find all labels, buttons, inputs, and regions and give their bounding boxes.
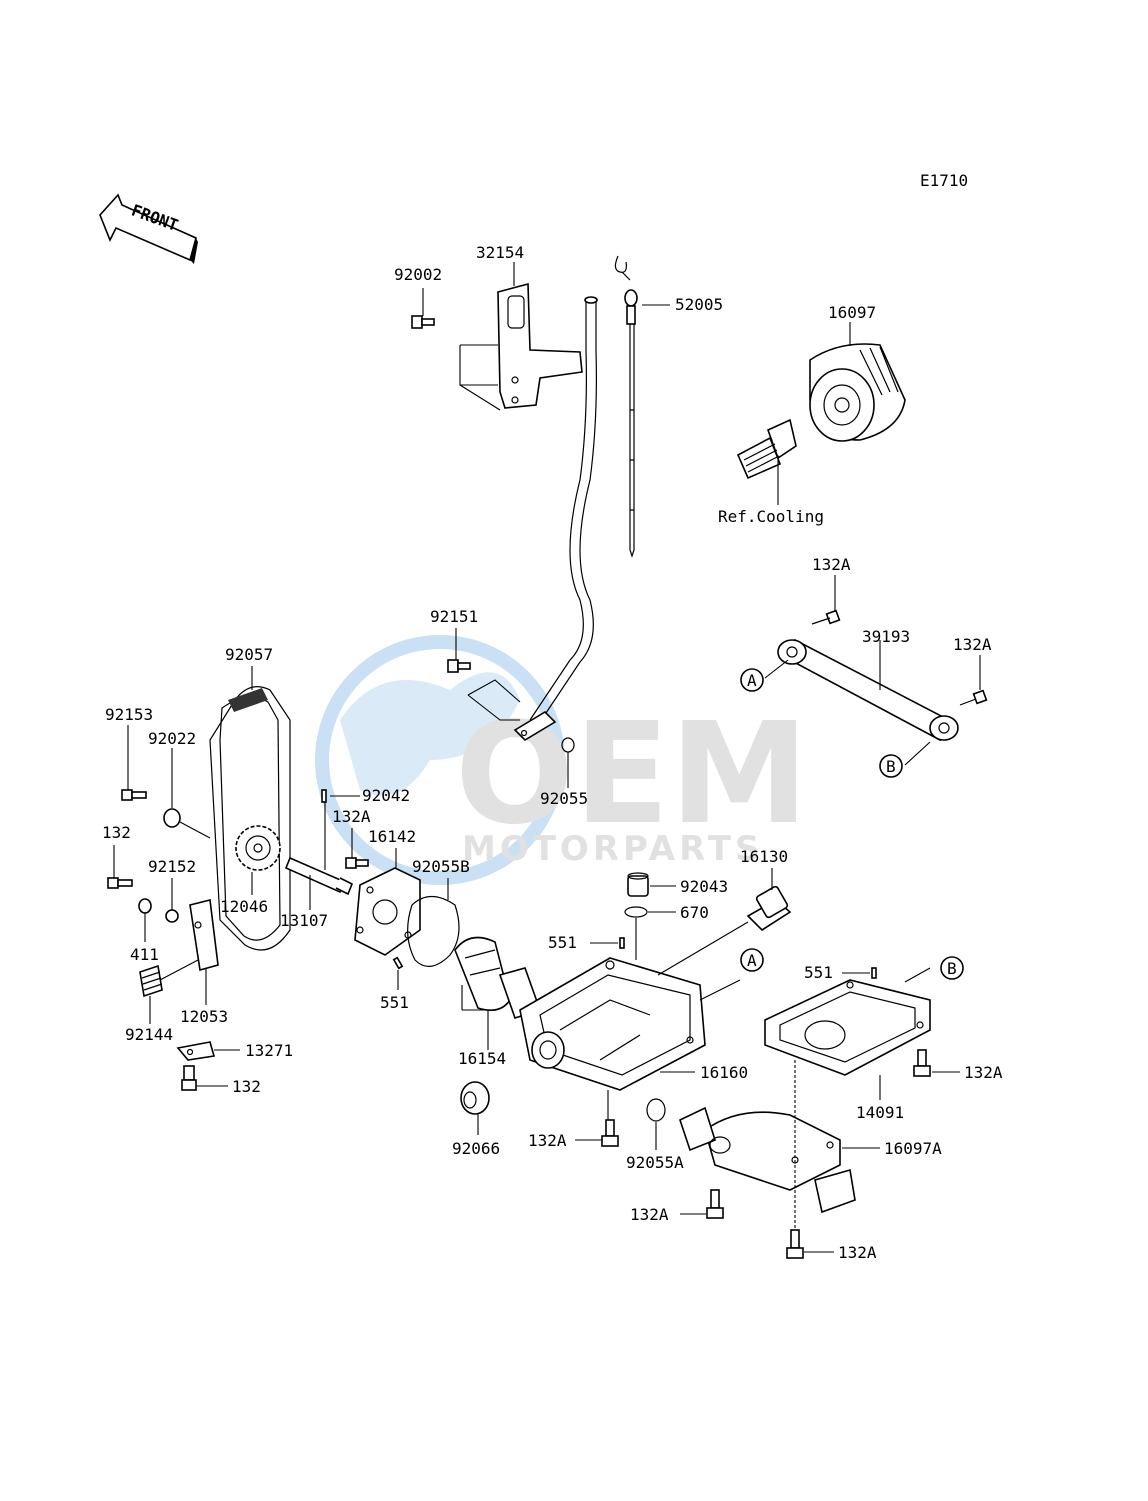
bolt-92002 bbox=[411, 315, 435, 329]
label-551-right: 551 bbox=[804, 963, 833, 982]
label-132A-top: 132A bbox=[812, 555, 851, 574]
nut-92152 bbox=[165, 909, 179, 923]
label-92153: 92153 bbox=[105, 705, 153, 724]
label-132A-pump: 132A bbox=[332, 807, 371, 826]
label-16097: 16097 bbox=[828, 303, 876, 322]
label-92152: 92152 bbox=[148, 857, 196, 876]
bolt-92153 bbox=[121, 789, 147, 801]
ref-B-pan: B bbox=[947, 959, 957, 978]
ref-A-pan: A bbox=[747, 951, 757, 970]
label-52005: 52005 bbox=[675, 295, 723, 314]
ref-circle-A-pipe bbox=[740, 668, 764, 692]
label-16160: 16160 bbox=[700, 1063, 748, 1082]
bracket-32154 bbox=[497, 282, 583, 409]
label-132A-bot2: 132A bbox=[838, 1243, 877, 1262]
oil-pipe-39193 bbox=[777, 638, 959, 742]
ref-circle-A-pan bbox=[740, 948, 764, 972]
oil-pressure-switch-16130 bbox=[746, 885, 792, 932]
pin-551-right bbox=[871, 967, 877, 979]
bolt-132-left bbox=[107, 877, 133, 889]
pin-92042 bbox=[321, 789, 327, 803]
label-132A-bot1: 132A bbox=[630, 1205, 669, 1224]
label-12053: 12053 bbox=[180, 1007, 228, 1026]
ref-circle-B-pan bbox=[940, 956, 964, 980]
bolt-132A-pan bbox=[601, 1119, 619, 1147]
watermark-globe-land bbox=[340, 672, 520, 796]
label-92151: 92151 bbox=[430, 607, 478, 626]
diagram-code: E1710 bbox=[920, 171, 968, 190]
bolt-132A-bottom-1 bbox=[706, 1189, 724, 1219]
label-16130: 16130 bbox=[740, 847, 788, 866]
watermark-sub: MOTORPARTS bbox=[462, 829, 763, 869]
label-12046: 12046 bbox=[220, 897, 268, 916]
label-92055A: 92055A bbox=[626, 1153, 684, 1172]
label-39193: 39193 bbox=[862, 627, 910, 646]
label-92043: 92043 bbox=[680, 877, 728, 896]
oring-670 bbox=[624, 906, 648, 918]
shaft-13107 bbox=[284, 856, 354, 896]
label-14091: 14091 bbox=[856, 1103, 904, 1122]
chain-92057 bbox=[209, 686, 291, 951]
bolt-132A-panright bbox=[913, 1049, 931, 1077]
label-670: 670 bbox=[680, 903, 709, 922]
label-92055B: 92055B bbox=[412, 857, 470, 876]
label-16097A: 16097A bbox=[884, 1139, 942, 1158]
label-132A-right: 132A bbox=[953, 635, 992, 654]
bolt-92151 bbox=[447, 659, 471, 673]
label-92022: 92022 bbox=[148, 729, 196, 748]
front-arrow-icon: FRONT bbox=[99, 193, 198, 264]
bolt-132A-pump bbox=[345, 857, 369, 869]
washer-411 bbox=[138, 898, 152, 914]
sprocket-12046 bbox=[235, 825, 281, 871]
label-16142: 16142 bbox=[368, 827, 416, 846]
label-13107: 13107 bbox=[280, 911, 328, 930]
label-92042: 92042 bbox=[362, 786, 410, 805]
watermark-globe-ring bbox=[315, 635, 565, 885]
oil-pump-16142 bbox=[354, 867, 421, 956]
bolt-132A-pipe-right bbox=[959, 689, 988, 706]
dowel-92043 bbox=[627, 872, 649, 897]
label-16154: 16154 bbox=[458, 1049, 506, 1068]
bolt-132A-pipe-top bbox=[811, 609, 841, 625]
pin-551-pan bbox=[619, 937, 625, 949]
ref-circle-B-pipe bbox=[879, 754, 903, 778]
oil-filter-16097 bbox=[809, 343, 906, 442]
label-551-pump: 551 bbox=[380, 993, 409, 1012]
watermark: OEM MOTORPARTS bbox=[315, 635, 809, 885]
label-132A-panright: 132A bbox=[964, 1063, 1003, 1082]
label-92066: 92066 bbox=[452, 1139, 500, 1158]
collar-92066 bbox=[460, 1081, 490, 1115]
dipstick-52005 bbox=[614, 255, 638, 558]
ref-B-pipe: B bbox=[886, 757, 896, 776]
bolt-132A-bottom-2 bbox=[786, 1229, 804, 1259]
pin-551-pump bbox=[392, 956, 404, 970]
spring-92144 bbox=[139, 964, 163, 998]
gasket-92055B bbox=[407, 895, 460, 967]
oring-92055A bbox=[646, 1098, 666, 1122]
guide-12053 bbox=[189, 899, 219, 972]
oil-pan-16160 bbox=[519, 957, 706, 1091]
label-92144: 92144 bbox=[125, 1025, 173, 1044]
oil-pipe-housing-16097A bbox=[679, 1106, 856, 1214]
ref-A-pipe: A bbox=[747, 671, 757, 690]
dipstick-tube bbox=[513, 296, 598, 742]
bolt-132-bottom bbox=[181, 1065, 197, 1091]
label-13271: 13271 bbox=[245, 1041, 293, 1060]
label-ref-cooling: Ref.Cooling bbox=[718, 507, 824, 526]
label-32154: 32154 bbox=[476, 243, 524, 262]
label-132-bottom: 132 bbox=[232, 1077, 261, 1096]
label-411: 411 bbox=[130, 945, 159, 964]
label-92057: 92057 bbox=[225, 645, 273, 664]
label-92055: 92055 bbox=[540, 789, 588, 808]
label-132A-pan: 132A bbox=[528, 1131, 567, 1150]
cover-14091 bbox=[764, 979, 931, 1076]
label-551-pan: 551 bbox=[548, 933, 577, 952]
oil-filter-fitting bbox=[736, 418, 797, 480]
washer-92022 bbox=[163, 808, 181, 828]
label-132-left: 132 bbox=[102, 823, 131, 842]
plate-13271 bbox=[176, 1041, 216, 1061]
label-92002: 92002 bbox=[394, 265, 442, 284]
